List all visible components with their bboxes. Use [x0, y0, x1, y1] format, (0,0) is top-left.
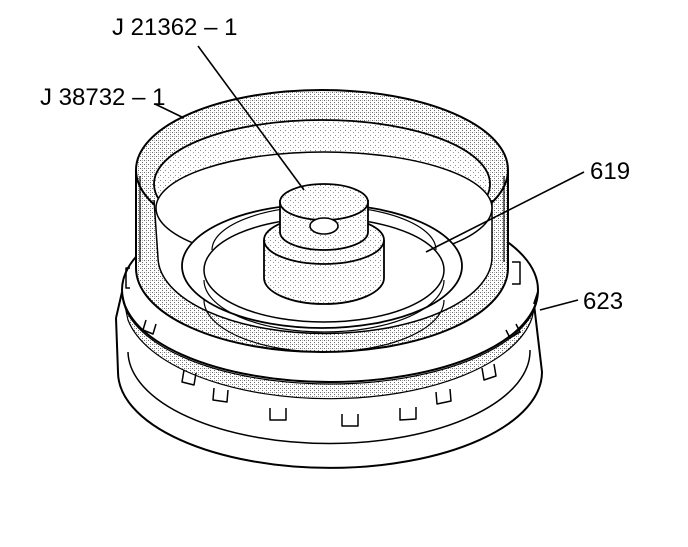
housing-splines [125, 261, 521, 427]
callout-part-619: 619 [590, 158, 631, 185]
tool-j21362-boss [263, 183, 385, 305]
callout-tool-j38732: J 38732 – 1 [40, 84, 166, 111]
leader-lines [154, 45, 585, 311]
callout-tool-j21362: J 21362 – 1 [112, 14, 238, 41]
callout-part-623: 623 [583, 288, 624, 315]
